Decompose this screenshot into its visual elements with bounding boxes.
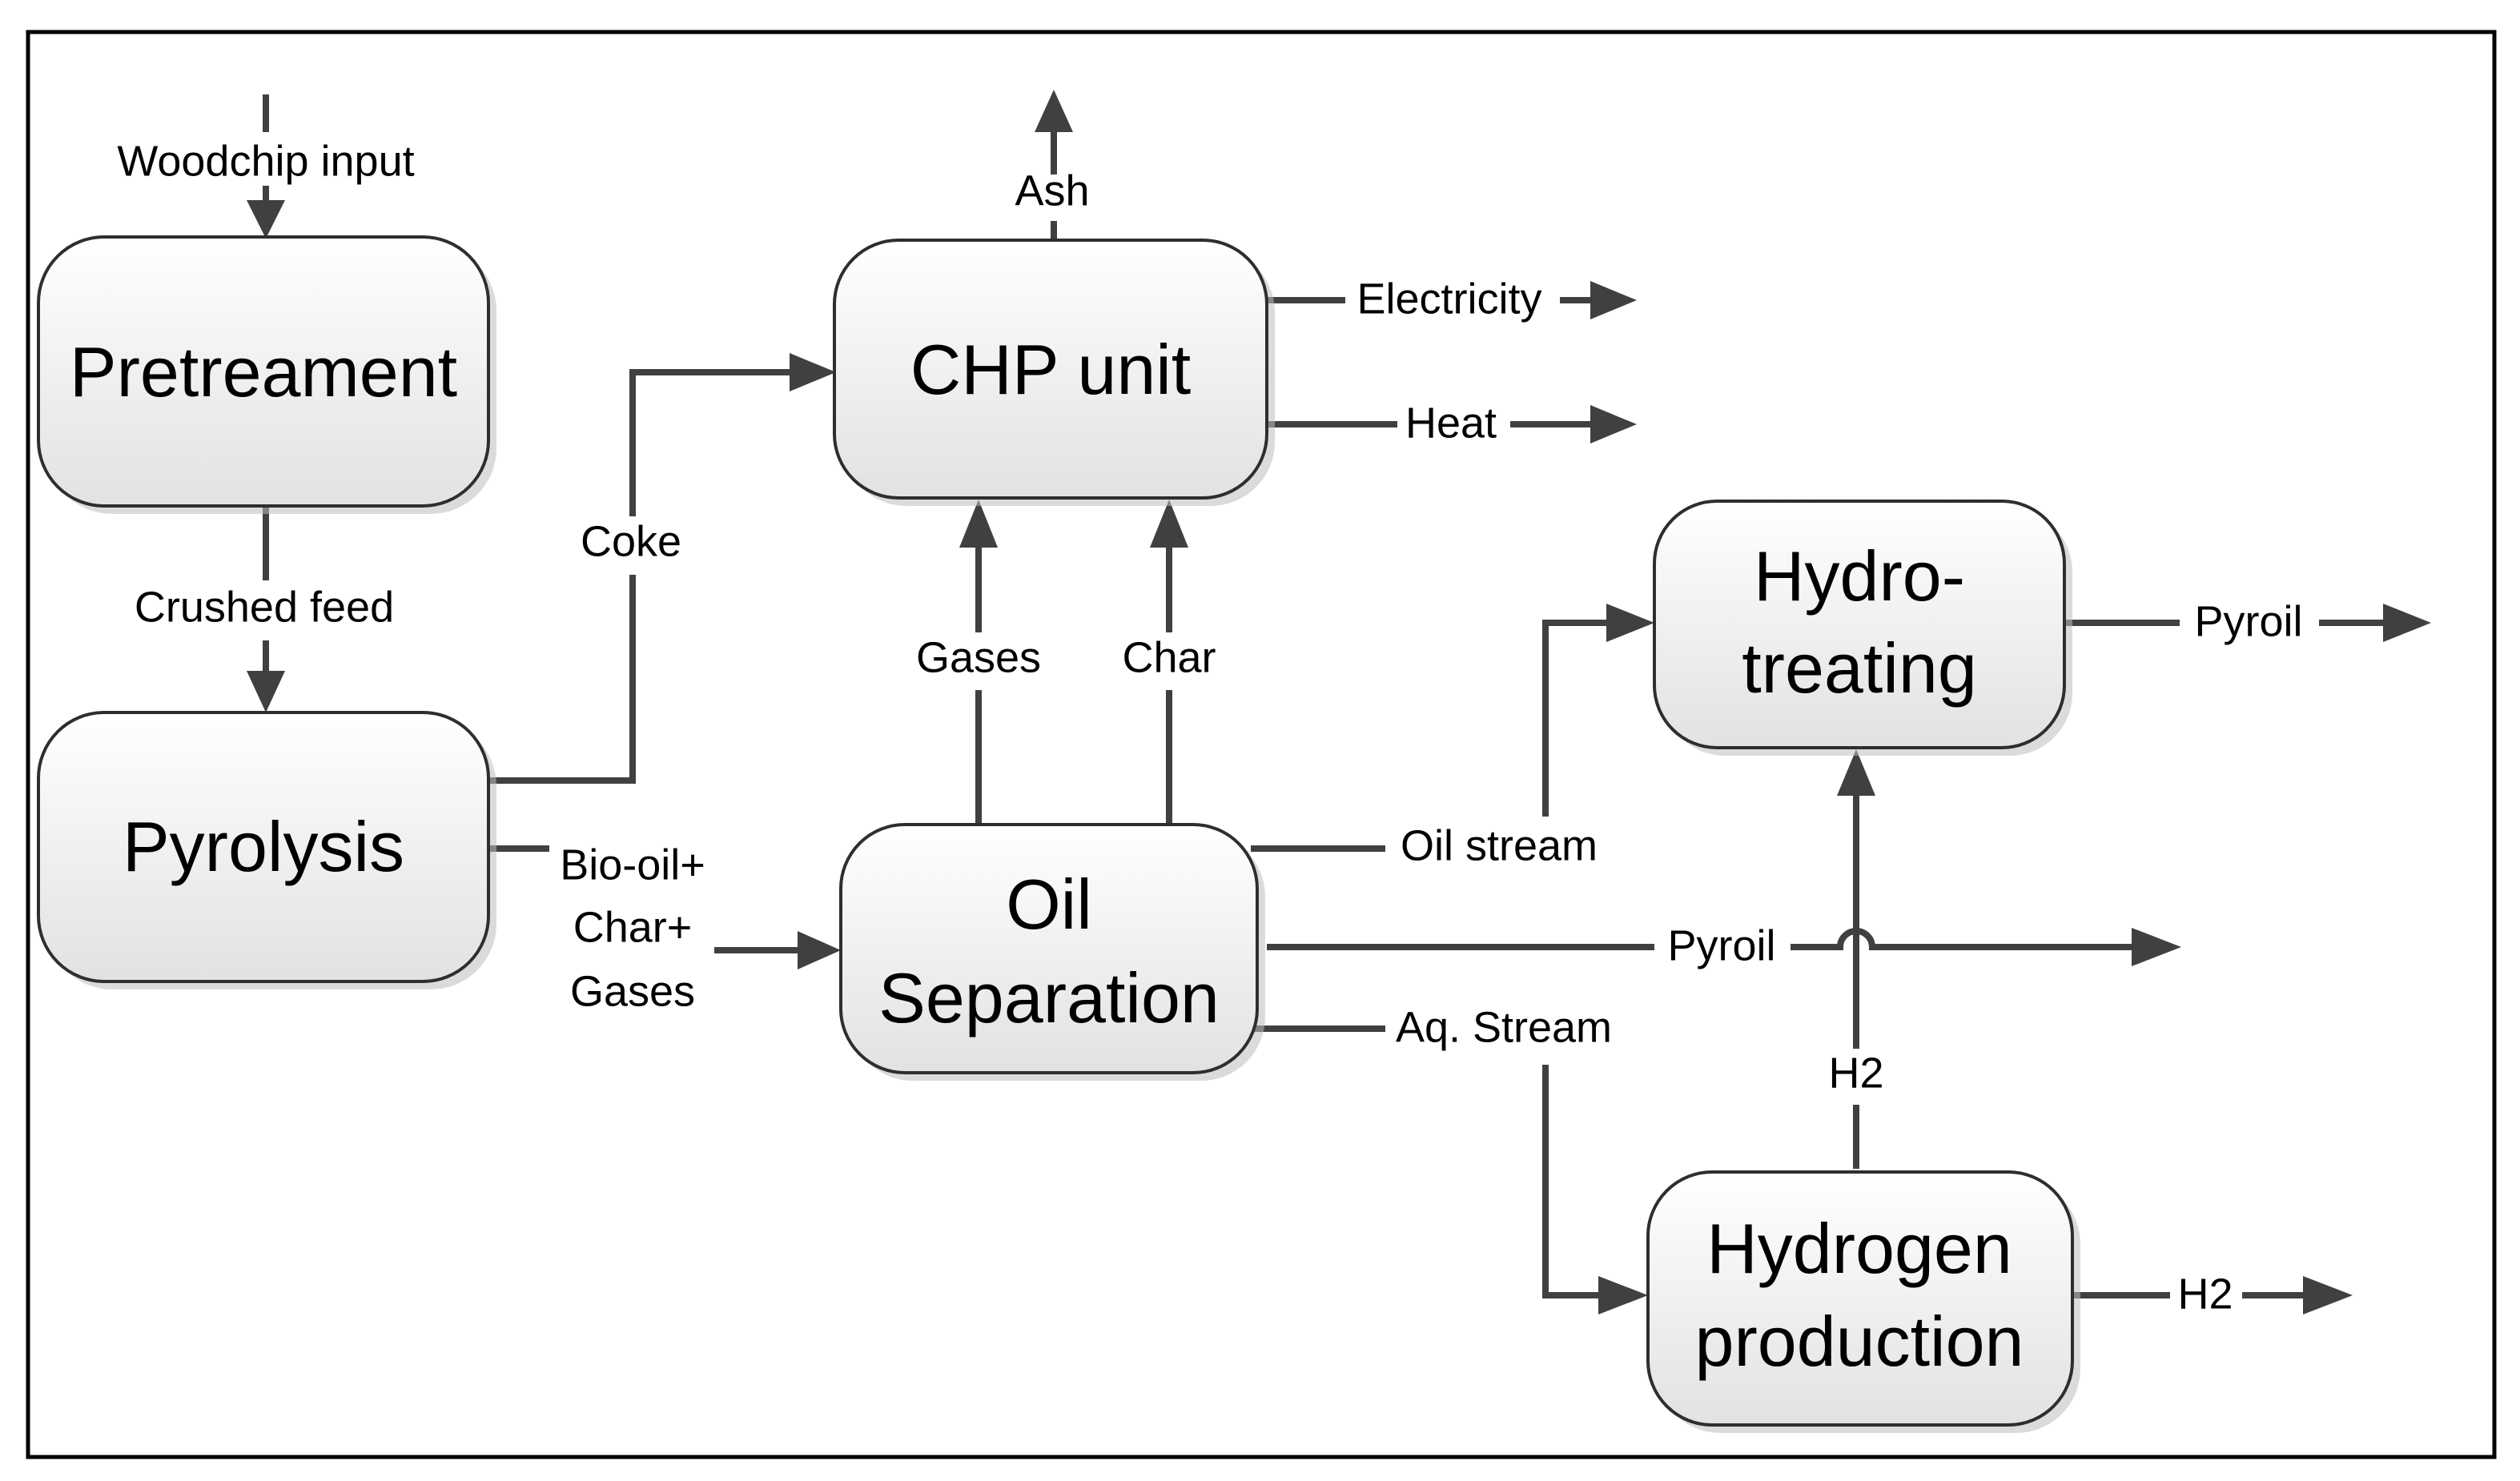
electricity-arrowhead xyxy=(1590,281,1637,319)
char-arrowhead xyxy=(1150,500,1188,548)
heat-label: Heat xyxy=(1405,399,1497,447)
h2-product-arrowhead xyxy=(2303,1276,2353,1314)
pyroil-product-arrowhead xyxy=(2383,604,2431,642)
gases-arrowhead xyxy=(959,500,998,548)
oil-stream-label: Oil stream xyxy=(1401,821,1598,869)
h2-feed-label: H2 xyxy=(1828,1049,1883,1097)
hydrotreating-unit: Hydro- treating xyxy=(1653,500,2072,756)
electricity-label: Electricity xyxy=(1356,275,1541,323)
oil-separation-label-line-2: Separation xyxy=(878,958,1220,1038)
ash-arrowhead xyxy=(1035,90,1073,132)
hydrogen-production-box xyxy=(1646,1170,2074,1427)
pyroil-bypass-arrowhead xyxy=(2132,928,2181,966)
crushed-feed-arrowhead xyxy=(247,671,285,712)
pyrolysis-unit: Pyrolysis xyxy=(37,711,496,989)
bio-oil-mix-line xyxy=(490,845,801,953)
hydrotreating-label-line-1: Hydro- xyxy=(1754,536,1965,616)
chp-unit: CHP unit xyxy=(833,239,1275,506)
hydrotreating-box xyxy=(1653,500,2066,749)
oil-separation-box xyxy=(839,823,1259,1074)
pyroil-product-label: Pyroil xyxy=(2194,597,2302,645)
stream-labels: Woodchip input Crushed feed Coke Ash Ele… xyxy=(117,137,2302,1318)
chp-box xyxy=(833,239,1268,500)
chp-label: CHP unit xyxy=(910,330,1192,409)
heat-arrowhead xyxy=(1590,405,1637,443)
bio-oil-mix-arrowhead xyxy=(798,931,841,969)
char-label: Char xyxy=(1122,633,1216,681)
pyrolysis-box xyxy=(37,711,490,983)
h2-product-label: H2 xyxy=(2177,1270,2233,1318)
aq-stream-arrowhead xyxy=(1598,1276,1648,1314)
pretreatment-unit: Pretreament xyxy=(37,235,496,514)
bio-oil-mix-label-line-3: Gases xyxy=(570,967,695,1015)
pretreatment-box xyxy=(37,235,490,508)
pyrolysis-label: Pyrolysis xyxy=(123,807,404,886)
diagram-frame xyxy=(26,30,2497,1459)
pyroil-bypass-label: Pyroil xyxy=(1667,921,1775,969)
hydrotreating-label-line-2: treating xyxy=(1742,628,1977,708)
bio-oil-mix-label-line-1: Bio-oil+ xyxy=(560,841,705,889)
h2-feed-arrowhead xyxy=(1837,749,1875,796)
oil-stream-line xyxy=(1251,620,1610,852)
hydrogen-production-label-line-1: Hydrogen xyxy=(1706,1209,2012,1288)
woodchip-input-arrowhead xyxy=(247,200,285,239)
pretreatment-label: Pretreament xyxy=(70,332,457,411)
aq-stream-line xyxy=(1251,1025,1602,1298)
oil-separation-unit: Oil Separation xyxy=(839,823,1265,1081)
crushed-feed-label: Crushed feed xyxy=(135,583,394,631)
connectors xyxy=(247,90,2431,1314)
coke-label: Coke xyxy=(581,517,681,565)
woodchip-input-label: Woodchip input xyxy=(117,137,414,185)
coke-line xyxy=(490,369,793,784)
oil-separation-label-line-1: Oil xyxy=(1006,865,1092,944)
hydrogen-production-unit: Hydrogen production xyxy=(1646,1170,2080,1433)
bio-oil-mix-label-line-2: Char+ xyxy=(573,903,693,951)
gases-label: Gases xyxy=(916,633,1041,681)
aq-stream-label: Aq. Stream xyxy=(1396,1003,1612,1051)
coke-arrowhead xyxy=(790,353,836,391)
hydrogen-production-label-line-2: production xyxy=(1695,1302,2024,1381)
oil-stream-arrowhead xyxy=(1606,604,1654,642)
ash-label: Ash xyxy=(1015,167,1089,215)
